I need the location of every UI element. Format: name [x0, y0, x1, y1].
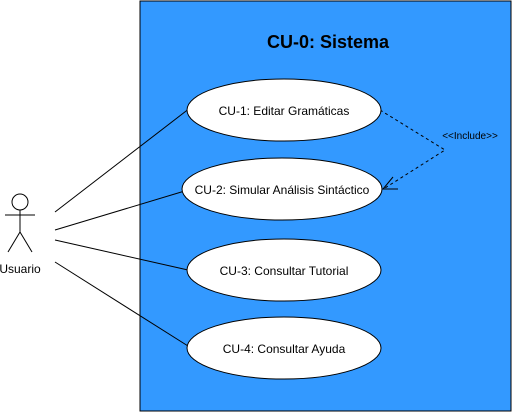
- include-arrow-line: [379, 109, 446, 189]
- association-cu1: [54, 107, 191, 213]
- associations: [54, 107, 191, 347]
- use-case-cu2-label: CU-2: Simular Análisis Sintáctico: [195, 183, 370, 197]
- use-case-cu1-label: CU-1: Editar Gramáticas: [219, 104, 350, 118]
- use-case-cu3-label: CU-3: Consultar Tutorial: [220, 264, 349, 278]
- system-title: CU-0: Sistema: [267, 32, 390, 52]
- stick-figure-actor-icon: [5, 193, 35, 253]
- association-cu2: [54, 189, 189, 231]
- use-case-cu1[interactable]: CU-1: Editar Gramáticas: [186, 78, 382, 142]
- use-case-cu3[interactable]: CU-3: Consultar Tutorial: [186, 238, 382, 302]
- actor-label: Usuario: [0, 262, 41, 276]
- use-case-cu4[interactable]: CU-4: Consultar Ayuda: [186, 316, 382, 380]
- use-case-cu4-label: CU-4: Consultar Ayuda: [223, 342, 346, 356]
- association-cu3: [54, 239, 189, 271]
- include-arrowhead: [381, 176, 398, 190]
- include-label: <<Include>>: [442, 131, 498, 142]
- use-case-cu2[interactable]: CU-2: Simular Análisis Sintáctico: [181, 157, 383, 221]
- include-relation: [379, 109, 446, 190]
- association-cu4: [54, 261, 189, 347]
